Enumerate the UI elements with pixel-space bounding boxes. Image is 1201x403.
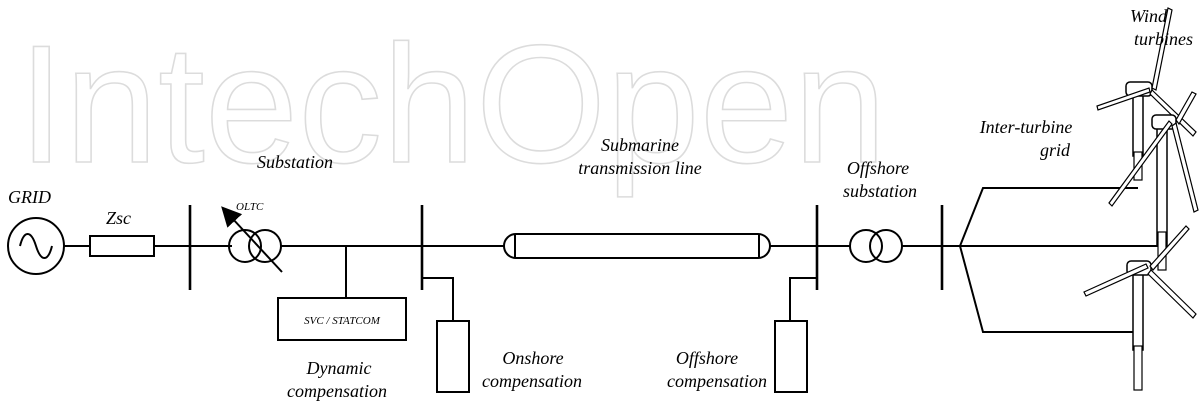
onshore-compensation-label-2: compensation bbox=[482, 371, 582, 391]
wind-turbine-icon-1 bbox=[1096, 7, 1197, 181]
wind-turbine-icon-3 bbox=[1083, 225, 1197, 391]
substation-label: Substation bbox=[257, 152, 333, 172]
wind-turbines-label-2: turbines bbox=[1134, 29, 1193, 49]
svc-statcom-label: SVC / STATCOM bbox=[304, 315, 381, 327]
onshore-compensation-label-1: Onshore bbox=[502, 348, 563, 368]
watermark: IntechOpen bbox=[18, 10, 887, 198]
offshore-transformer-icon bbox=[849, 229, 903, 263]
zsc-label: Zsc bbox=[106, 208, 131, 228]
offshore-substation-label-1: Offshore bbox=[847, 158, 909, 178]
offshore-compensation-label-2: compensation bbox=[667, 371, 767, 391]
oltc-label: OLTC bbox=[236, 201, 264, 213]
inter-turbine-label-2: grid bbox=[1040, 140, 1071, 160]
dynamic-compensation-label-2: compensation bbox=[287, 381, 387, 401]
offshore-substation-label-2: substation bbox=[843, 181, 917, 201]
grid-label: GRID bbox=[8, 187, 51, 207]
onshore-compensation-box bbox=[436, 320, 470, 393]
grid-source-icon bbox=[7, 217, 65, 275]
wind-turbine-icon-2 bbox=[1108, 91, 1199, 271]
wind-turbines-label-1: Wind bbox=[1130, 6, 1168, 26]
submarine-cable-icon bbox=[503, 233, 771, 259]
svc-statcom-box bbox=[277, 297, 407, 341]
oltc-transformer-icon bbox=[221, 206, 283, 273]
dynamic-compensation-label-1: Dynamic bbox=[306, 358, 372, 378]
offshore-compensation-label-1: Offshore bbox=[676, 348, 738, 368]
offshore-compensation-box bbox=[774, 320, 808, 393]
submarine-label-2: transmission line bbox=[578, 158, 702, 178]
inter-turbine-label-1: Inter-turbine bbox=[979, 117, 1073, 137]
inter-turbine-grid bbox=[942, 187, 1160, 333]
impedance-zsc-icon bbox=[89, 235, 155, 257]
submarine-label-1: Submarine bbox=[601, 135, 679, 155]
